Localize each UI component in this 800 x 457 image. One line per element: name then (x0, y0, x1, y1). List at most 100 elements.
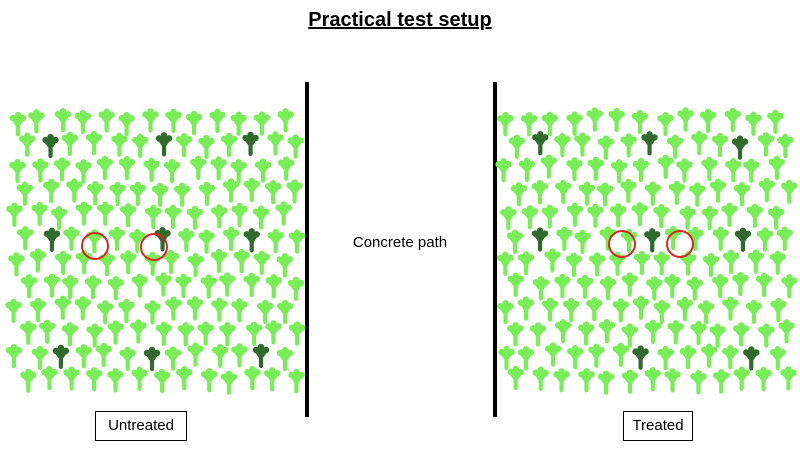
plant-icon (520, 112, 538, 137)
plant-icon (276, 299, 294, 325)
plant-icon (758, 323, 775, 348)
plant-icon (6, 202, 23, 227)
plant-icon (84, 275, 102, 300)
plant-icon (620, 178, 637, 203)
plant-icon (574, 132, 591, 157)
plant-icon (201, 367, 218, 393)
plant-icon (20, 368, 37, 393)
plant-icon (264, 179, 282, 205)
plant-icon (498, 345, 515, 370)
plant-icon (61, 322, 79, 347)
plant-icon (724, 107, 741, 132)
plant-icon (699, 108, 717, 133)
plant-icon (288, 321, 306, 346)
plant-icon (287, 276, 305, 301)
plant-icon (531, 180, 549, 205)
dark-plant-icon (532, 131, 549, 156)
plant-icon (231, 298, 248, 323)
marker-circle (608, 230, 636, 258)
plant-icon (50, 206, 68, 231)
plant-icon (288, 368, 305, 394)
plant-icon (769, 250, 786, 275)
plant-icon (142, 108, 159, 133)
plant-icon (145, 204, 162, 230)
plant-icon (644, 181, 661, 206)
plant-icon (554, 133, 571, 158)
plant-icon (210, 248, 228, 274)
plant-icon (608, 107, 625, 133)
plant-icon (277, 108, 294, 133)
dark-plant-icon (43, 227, 61, 252)
plant-icon (566, 111, 583, 136)
plant-icon (541, 204, 558, 229)
untreated-plot (5, 107, 306, 395)
plant-icon (75, 201, 93, 226)
plant-icon (231, 343, 248, 368)
plant-icon (621, 272, 638, 297)
dark-plant-icon (644, 228, 661, 253)
plant-icon (776, 226, 793, 251)
plant-icon (577, 321, 595, 346)
plant-icon (162, 249, 180, 275)
plant-icon (677, 107, 694, 132)
plant-icon (620, 133, 637, 158)
treated-plant-field (495, 107, 798, 395)
plant-icon (108, 226, 126, 251)
plant-icon (529, 322, 547, 347)
plant-icon (532, 366, 549, 391)
plant-icon (144, 300, 161, 325)
plant-icon (61, 274, 79, 300)
plant-icon (198, 181, 216, 207)
plant-icon (20, 320, 37, 345)
diagram-title: Practical test setup (308, 9, 492, 31)
plant-icon (757, 132, 775, 157)
plant-icon (8, 252, 25, 277)
plant-icon (118, 111, 135, 137)
plant-icon (599, 275, 617, 301)
untreated-plant-field (5, 107, 306, 395)
plant-icon (711, 273, 729, 299)
plant-icon (119, 203, 137, 228)
plant-icon (277, 156, 295, 181)
plant-icon (222, 178, 240, 203)
path-edge-right (493, 82, 497, 417)
plant-icon (98, 251, 116, 277)
plant-icon (164, 204, 182, 230)
marker-circle (666, 230, 694, 258)
plant-icon (155, 321, 173, 346)
plant-icon (29, 297, 47, 323)
plant-icon (220, 370, 238, 395)
plant-icon (5, 344, 23, 369)
plant-icon (767, 109, 784, 134)
plant-icon (756, 227, 774, 252)
plant-icon (265, 320, 282, 345)
plant-icon (722, 296, 739, 321)
plant-icon (620, 228, 638, 254)
plant-icon (781, 274, 798, 299)
plant-icon (610, 159, 628, 184)
plant-icon (597, 135, 615, 160)
plant-icon (565, 252, 583, 277)
plant-icon (96, 155, 114, 181)
dark-plant-icon (531, 227, 549, 252)
plant-icon (275, 201, 292, 226)
plant-icon (38, 319, 56, 344)
plant-icon (709, 178, 727, 203)
plant-icon (566, 157, 583, 182)
plant-icon (567, 345, 584, 370)
plant-icon (722, 345, 739, 370)
plant-icon (288, 229, 306, 254)
plant-icon (554, 273, 571, 299)
plant-icon (701, 205, 718, 231)
plant-icon (687, 226, 704, 252)
plant-icon (633, 250, 651, 276)
plant-icon (131, 133, 149, 159)
plant-icon (510, 182, 528, 207)
plant-icon (63, 226, 80, 251)
plant-icon (517, 296, 535, 321)
plant-icon (588, 343, 605, 368)
plant-icon (578, 181, 596, 206)
plant-icon (165, 108, 182, 134)
plant-icon (574, 229, 591, 255)
plant-icon (74, 296, 91, 321)
